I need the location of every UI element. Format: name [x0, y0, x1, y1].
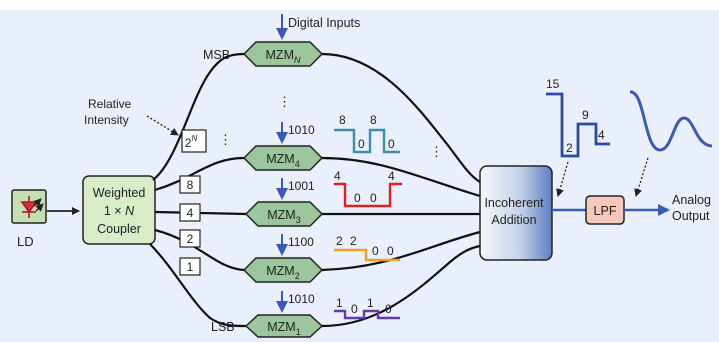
- coupler-label-line2: 1 × N: [104, 204, 135, 218]
- waveform-teal-v4: 0: [388, 137, 395, 151]
- lpf: LPF: [585, 195, 625, 225]
- sum-waveform-pointer: [556, 161, 569, 197]
- waveform-purple-v2: 0: [351, 302, 358, 316]
- mzm-1-label: MZM1: [267, 320, 300, 337]
- waveform-teal: 8 0 8 0: [334, 113, 400, 154]
- fibers-ellipsis: ⋮: [430, 144, 443, 159]
- analog-output-label-1: Analog: [672, 193, 711, 207]
- mzm-1-code: 1010: [288, 292, 315, 306]
- weight-2: 2: [187, 232, 194, 246]
- mzm-3-code: 1001: [288, 179, 315, 193]
- waveform-orange-v2: 2: [350, 234, 357, 248]
- weight-2n: 2N: [185, 134, 198, 150]
- waveform-teal-v3: 8: [370, 113, 377, 127]
- waveform-teal-v1: 8: [339, 113, 346, 127]
- analog-waveform-pointer: [634, 157, 649, 197]
- weight-1: 1: [187, 260, 194, 274]
- weight-box-1: [179, 257, 201, 276]
- ld-label: LD: [17, 234, 34, 249]
- mzm-4-label: MZM4: [266, 152, 299, 169]
- waveform-sum-v1: 15: [546, 77, 560, 91]
- waveform-purple-v3: 1: [367, 296, 374, 310]
- waveform-orange: 2 2 0 0: [334, 234, 400, 262]
- waveform-sum-v4: 4: [598, 128, 605, 142]
- mzm-3: 1001 MZM3: [244, 178, 324, 227]
- diode-icon: [20, 196, 38, 218]
- waveform-sum-v2: 2: [566, 141, 573, 155]
- weight-box-2: [179, 229, 201, 248]
- mzm-2-code: 1100: [288, 235, 314, 249]
- mzm-2-label: MZM2: [266, 264, 299, 281]
- incoherent-addition-box: [479, 165, 553, 261]
- weights-ellipsis: ⋮: [219, 132, 232, 147]
- coupler-label-line1: Weighted: [93, 186, 146, 200]
- mzm-n: MZMN: [242, 41, 324, 67]
- output-fibers: [321, 52, 481, 328]
- lsb-label: LSB: [211, 320, 235, 334]
- mzm-ellipsis: ⋮: [278, 94, 291, 109]
- mzm-4-code: 1010: [288, 123, 315, 137]
- digital-inputs-label: Digital Inputs: [288, 16, 360, 30]
- weight-box-8: [179, 175, 201, 194]
- waveform-teal-line: [334, 128, 400, 154]
- weighted-coupler: Weighted 1 × N Coupler: [82, 175, 156, 245]
- waveform-sum-v3: 9: [582, 108, 589, 122]
- msb-label: MSB: [203, 48, 230, 62]
- incoherent-label-2: Addition: [491, 213, 536, 227]
- waveform-red-v3: 0: [370, 191, 377, 205]
- waveform-orange-v4: 0: [387, 244, 394, 258]
- incoherent-label-1: Incoherent: [484, 196, 544, 210]
- weight-box-2n: [181, 129, 207, 153]
- waveform-teal-v2: 0: [358, 137, 365, 151]
- waveform-red-v4: 4: [388, 169, 395, 183]
- waveform-purple-v4: 0: [385, 302, 392, 316]
- lpf-label: LPF: [594, 204, 617, 218]
- waveform-red: 4 0 0 4: [334, 169, 402, 208]
- mzm-3-label: MZM3: [267, 208, 300, 225]
- coupler-label-line3: Coupler: [97, 222, 141, 236]
- analog-output-label-2: Output: [672, 209, 710, 223]
- waveform-purple: 1 0 1 0: [334, 296, 400, 320]
- waveform-orange-v3: 0: [372, 244, 379, 258]
- mzm-n-label: MZMN: [266, 48, 301, 65]
- waveform-red-v1: 4: [334, 169, 341, 183]
- incoherent-addition: Incoherent Addition: [479, 165, 553, 261]
- coupler-box: [82, 175, 156, 245]
- weight-8: 8: [187, 178, 194, 192]
- weight-4: 4: [187, 206, 194, 220]
- waveform-purple-v1: 1: [336, 296, 343, 310]
- waveform-sum: 15 2 9 4: [546, 77, 610, 158]
- waveform-orange-line: [334, 248, 400, 262]
- waveform-orange-v1: 2: [336, 234, 343, 248]
- weight-boxes: 2N 8 4 2 1: [179, 129, 207, 276]
- relative-intensity-label-1: Relative: [88, 97, 132, 111]
- waveform-purple-line: [334, 309, 400, 320]
- waveform-red-line: [334, 182, 402, 208]
- weight-box-4: [179, 203, 201, 222]
- waveform-analog-line: [629, 90, 713, 152]
- mzm-4: 1010 MZM4: [242, 122, 324, 171]
- waveform-sum-line: [546, 92, 610, 158]
- relative-intensity-label-2: Intensity: [84, 113, 129, 127]
- laser-diode: LD: [11, 189, 47, 249]
- waveform-red-v2: 0: [354, 191, 361, 205]
